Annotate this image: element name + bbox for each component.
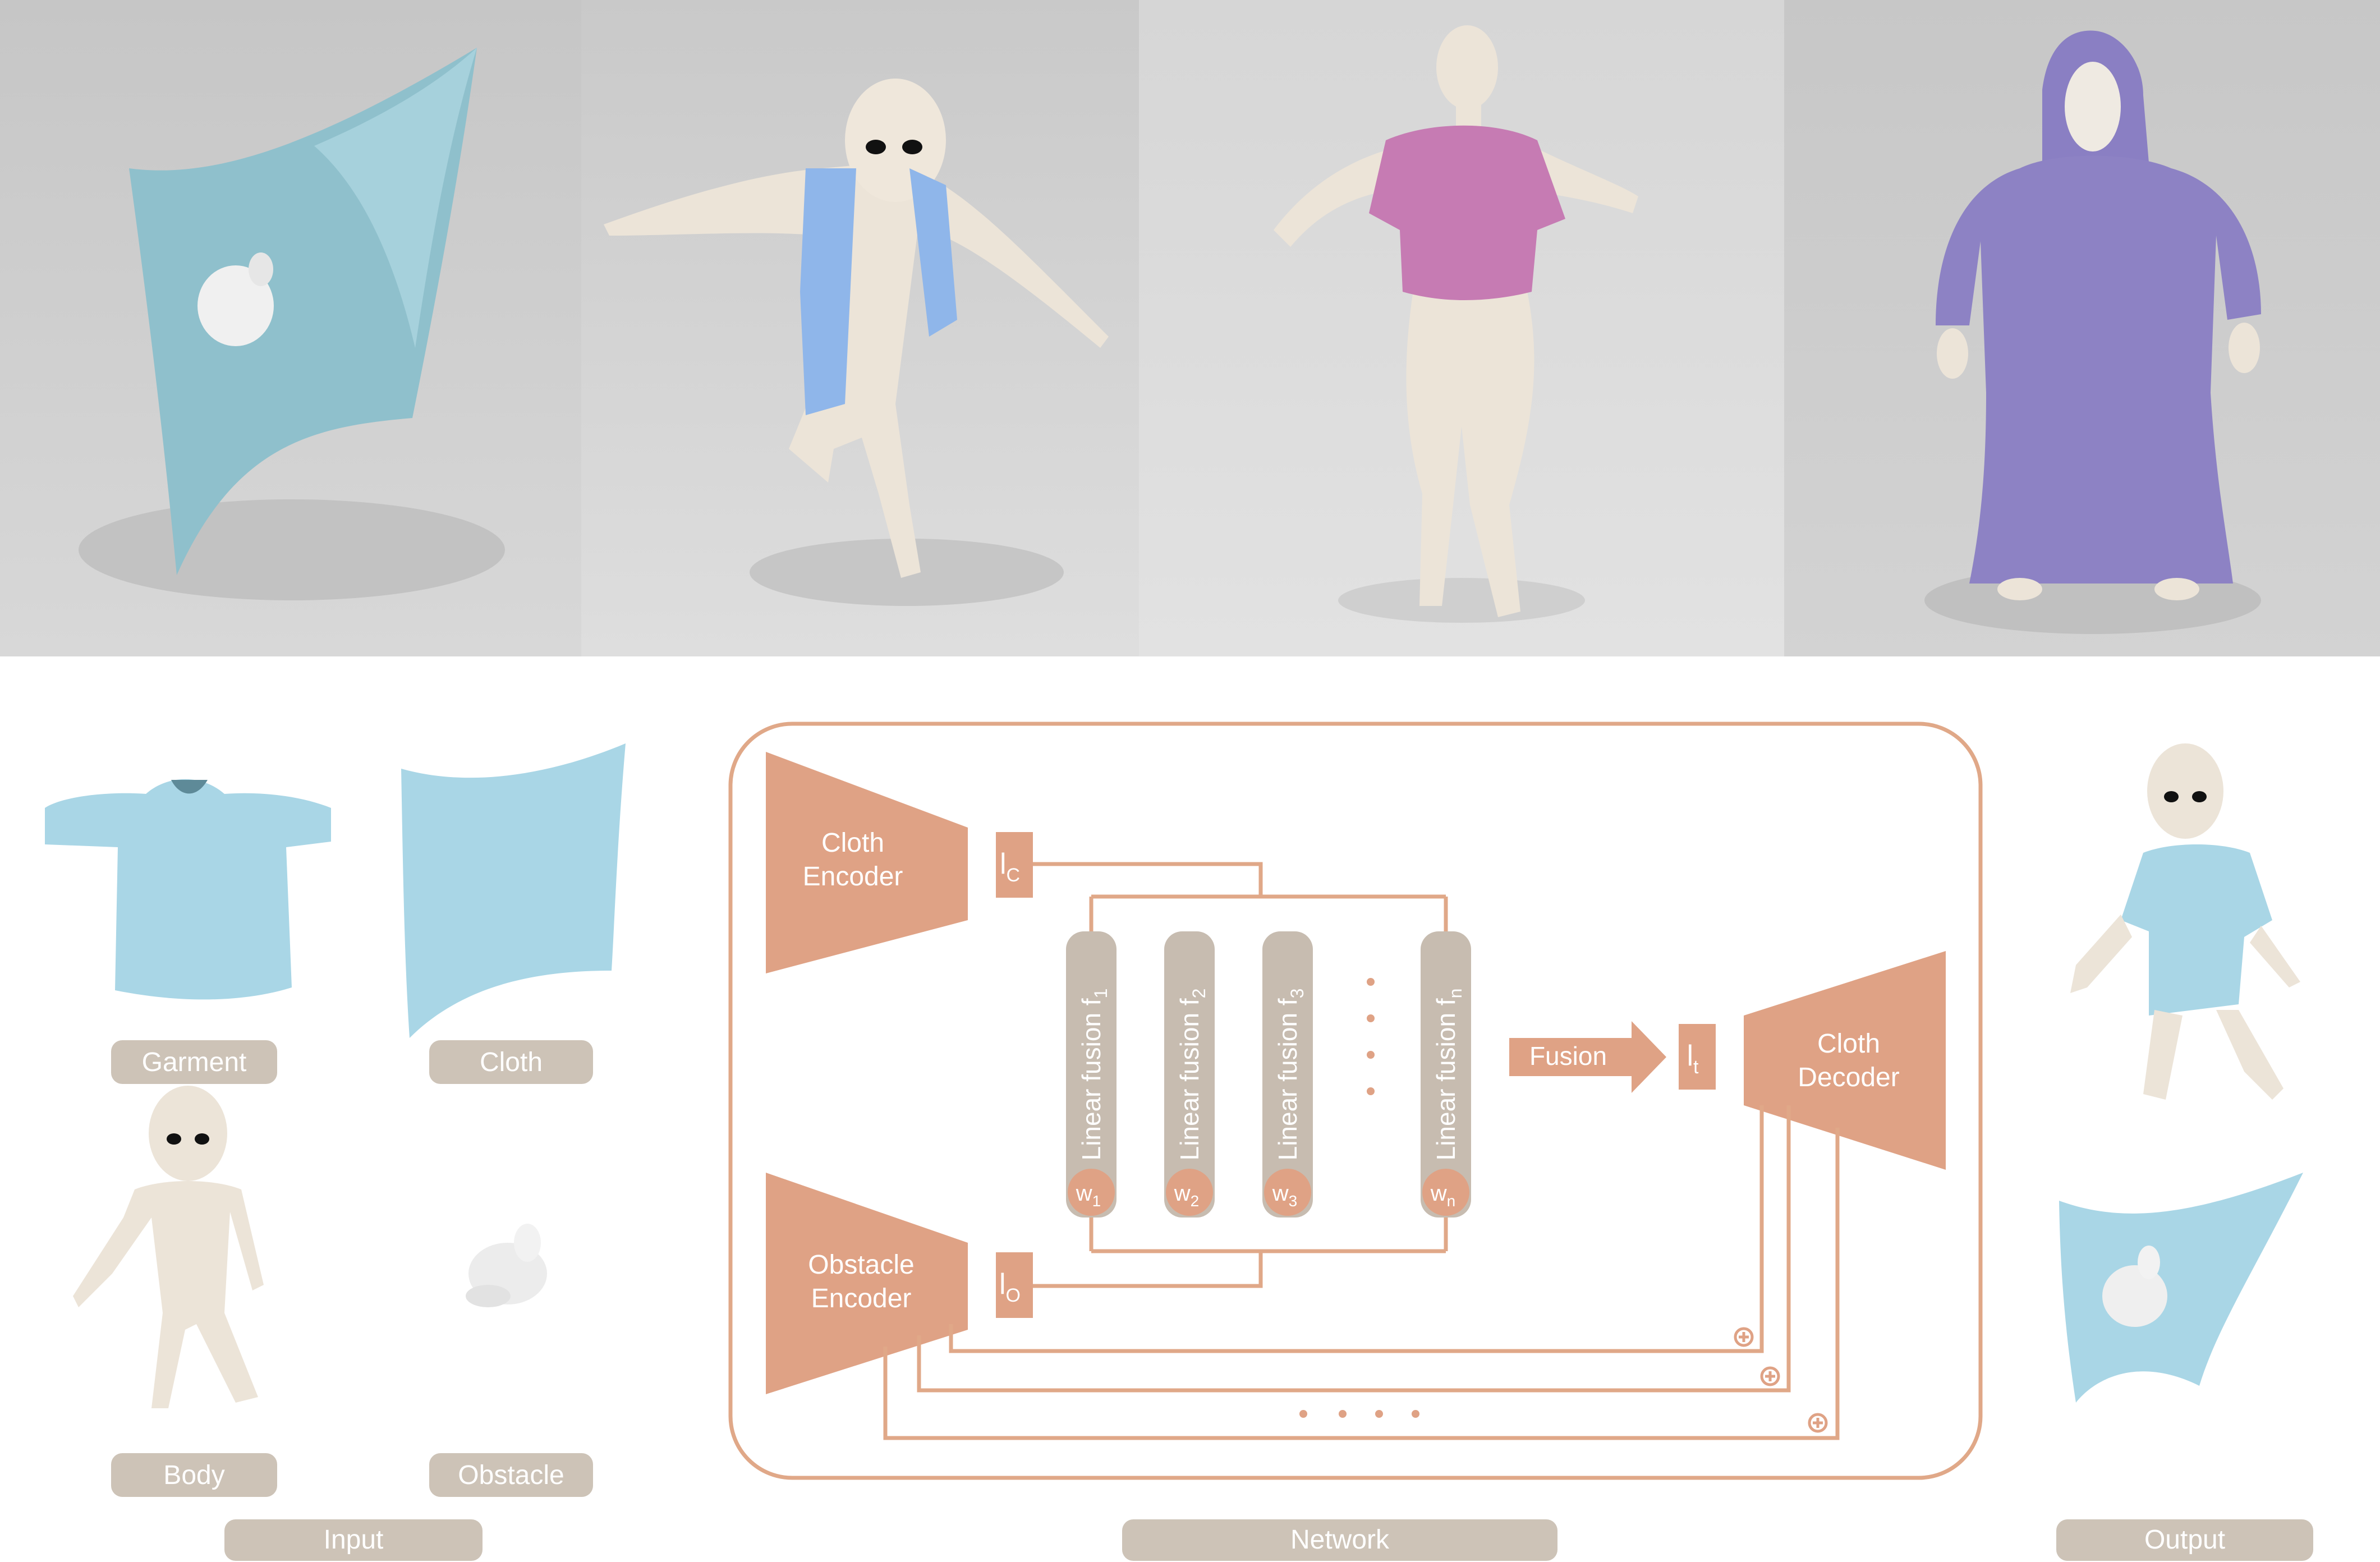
plus-icons [1734,1327,1828,1433]
weight-circle: w2 [1166,1169,1213,1216]
cloth-label-pill: Cloth [429,1040,593,1084]
cloth-label: Cloth [480,1048,543,1077]
svg-text:lO: lO [999,1268,1021,1306]
weight-circle: wn [1422,1169,1469,1216]
svg-text:w3: w3 [1272,1181,1297,1210]
plus-icon [1808,1413,1828,1433]
cloth-decoder-line1: Cloth [1817,1029,1880,1059]
input-obstacle-render [466,1224,547,1307]
ellipsis-dots-horizontal [1299,1410,1419,1418]
input-cloth-render [401,743,626,1038]
cloth-decoder: Cloth Decoder [1744,951,1946,1170]
weight-sub: 3 [1289,1192,1298,1210]
network-frame [728,722,1983,1480]
output-section-pill: Output [2056,1519,2313,1561]
weight-sub: n [1447,1192,1456,1210]
body-label-pill: Body [111,1453,277,1497]
latent-obstacle-sub: O [1006,1285,1021,1306]
input-section-pill: Input [224,1519,483,1561]
latent-target-box: lt [1679,1024,1716,1090]
output-character-render [2070,743,2300,1100]
svg-text:wn: wn [1430,1181,1455,1210]
fusion-block: Linear fusion f2 [1164,931,1215,1218]
svg-text:w1: w1 [1076,1181,1101,1210]
output-cloth-bunny-render [2059,1173,2303,1403]
fusion-label: Fusion [1529,1041,1607,1071]
svg-text:lC: lC [1000,848,1020,886]
svg-text:Linear fusion f3: Linear fusion f3 [1273,989,1307,1161]
weight-circle: w1 [1068,1169,1115,1216]
fusion-block-sub: 3 [1287,989,1307,999]
fusion-block-label: Linear fusion f [1431,998,1460,1160]
render-strip [0,0,2380,656]
latent-obstacle-main: l [999,1268,1006,1301]
fusion-block: Linear fusion f3 [1262,931,1313,1218]
garment-label-pill: Garment [111,1040,277,1084]
fusion-block-sub: 1 [1091,989,1111,999]
obstacle-label-pill: Obstacle [429,1453,593,1497]
cloth-encoder: Cloth Encoder [766,752,968,973]
latent-target-main: l [1687,1040,1693,1072]
cloth-encoder-line1: Cloth [821,828,884,858]
weight-label: w [1076,1181,1092,1206]
ellipsis-dots-vertical [1367,978,1375,1095]
input-section-label: Input [324,1525,384,1555]
svg-text:Linear fusion fn: Linear fusion fn [1431,989,1465,1161]
latent-cloth-box: lC [996,832,1033,898]
body-label: Body [163,1460,224,1490]
render-woman-tshirt [1139,0,1784,656]
svg-text:lt: lt [1687,1040,1699,1078]
render-robe-figure [1784,0,2380,656]
network-section-pill: Network [1122,1519,1557,1561]
latent-target-sub: t [1693,1056,1699,1078]
fusion-block-label: Linear fusion f [1175,998,1204,1160]
weight-sub: 2 [1191,1192,1200,1210]
svg-text:Linear fusion f1: Linear fusion f1 [1077,989,1111,1161]
fusion-block-sub: 2 [1189,989,1209,999]
fusion-block: Linear fusion f1 [1066,931,1117,1218]
connection-lines [883,862,1840,1440]
input-garment-render [45,779,331,1000]
fusion-block: Linear fusion fn [1421,931,1471,1218]
network-section-label: Network [1290,1525,1390,1555]
input-body-render [73,1086,264,1408]
render-cloth-bunny [0,0,581,656]
cloth-encoder-line2: Encoder [803,862,903,892]
render-character-vest [581,0,1139,656]
plus-icon [1734,1327,1754,1347]
latent-cloth-sub: C [1007,865,1021,886]
weight-circle: w3 [1264,1169,1311,1216]
obstacle-label: Obstacle [458,1460,564,1490]
fusion-block-label: Linear fusion f [1273,998,1302,1160]
plus-icon [1760,1366,1780,1386]
obstacle-encoder: Obstacle Encoder [766,1173,968,1394]
fusion-block-sub: n [1445,989,1465,999]
weight-label: w [1174,1181,1191,1206]
weight-label: w [1272,1181,1289,1206]
latent-obstacle-box: lO [996,1252,1033,1318]
weight-label: w [1430,1181,1447,1206]
weight-sub: 1 [1092,1192,1101,1210]
pipeline-diagram: Garment Cloth Body Obstacle Input Cloth … [45,722,2313,1561]
obstacle-encoder-line1: Obstacle [808,1250,914,1280]
latent-cloth-main: l [1000,848,1007,880]
cloth-decoder-line2: Decoder [1798,1063,1899,1092]
svg-text:w2: w2 [1174,1181,1199,1210]
obstacle-encoder-line2: Encoder [811,1284,912,1313]
fusion-block-label: Linear fusion f [1077,998,1106,1160]
garment-label: Garment [142,1048,247,1077]
fusion-arrow: Fusion [1509,1021,1666,1093]
output-section-label: Output [2144,1525,2225,1555]
svg-text:Linear fusion f2: Linear fusion f2 [1175,989,1209,1161]
